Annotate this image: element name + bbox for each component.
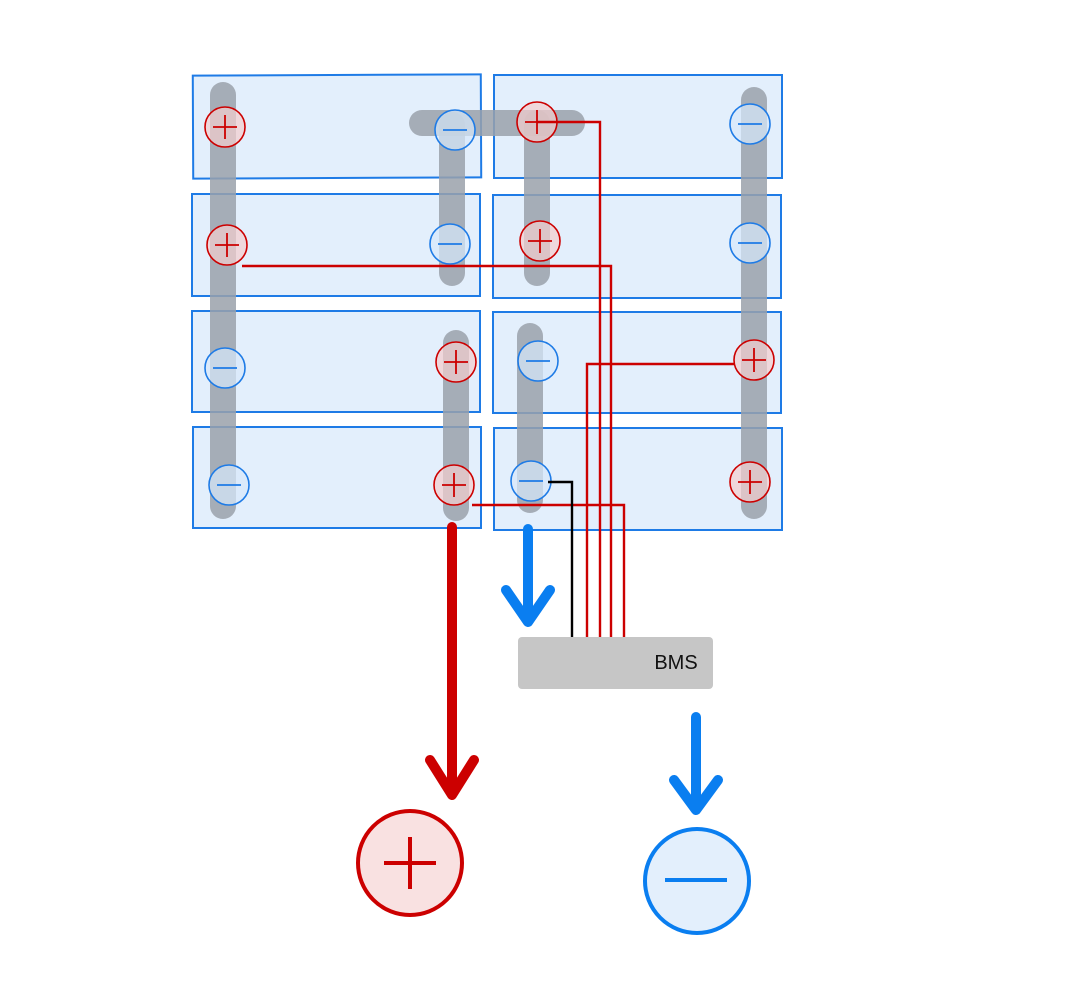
negative-sense-wire <box>548 480 574 639</box>
bms-module: BMS <box>518 637 713 689</box>
balance-wires <box>242 120 734 639</box>
positive-terminal-icon <box>206 224 248 266</box>
negative-output-arrow <box>669 712 723 815</box>
balance-wire-3 <box>537 120 602 639</box>
positive-terminal-icon <box>435 341 477 383</box>
bms-box <box>518 637 713 689</box>
negative-terminal-icon <box>208 464 250 506</box>
positive-terminal-icon <box>519 220 561 262</box>
balance-wire-2 <box>242 264 613 639</box>
positive-terminal-icon <box>733 339 775 381</box>
negative-terminal-icon <box>517 340 559 382</box>
positive-terminal-icon <box>204 106 246 148</box>
battery-cells <box>191 73 783 531</box>
negative-terminal-icon <box>510 460 552 502</box>
pack-positive-terminal-icon <box>356 809 464 917</box>
negative-terminal-icon <box>729 222 771 264</box>
bms-label: BMS <box>654 652 697 674</box>
negative-to-bms-arrow <box>501 524 555 627</box>
negative-terminal-icon <box>204 347 246 389</box>
terminals <box>204 101 775 506</box>
balance-wire-4 <box>585 362 734 639</box>
balance-wire-1 <box>472 503 626 639</box>
output-arrows <box>425 522 723 815</box>
positive-terminal-icon <box>433 464 475 506</box>
pack-negative-terminal-icon <box>643 827 751 935</box>
negative-terminal-icon <box>434 109 476 151</box>
positive-terminal-icon <box>729 461 771 503</box>
negative-terminal-icon <box>729 103 771 145</box>
positive-output-arrow <box>425 522 479 800</box>
negative-terminal-icon <box>429 223 471 265</box>
